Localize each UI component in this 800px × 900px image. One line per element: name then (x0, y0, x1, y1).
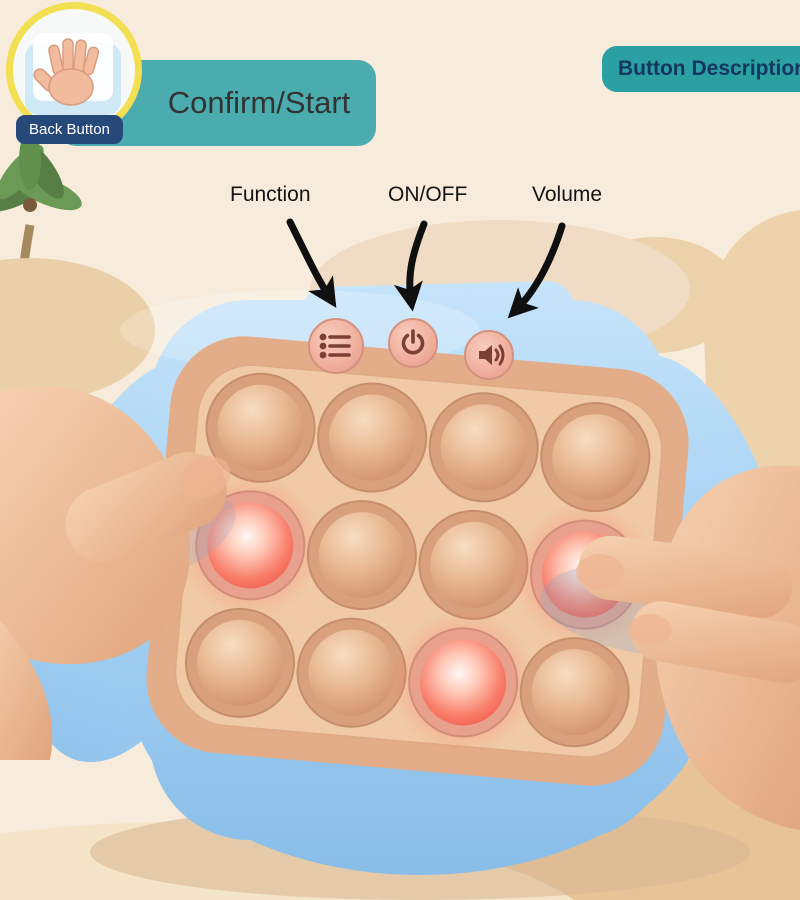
console-shadow (90, 804, 750, 900)
pop-bubble (329, 394, 416, 481)
onoff-label: ON/OFF (388, 183, 468, 206)
right-hand (540, 465, 800, 830)
pop-bubble-socket (540, 402, 651, 513)
press-hand-icon (25, 33, 121, 115)
bubble-glow (178, 473, 323, 618)
right-middle-finger (630, 601, 800, 683)
power-button (388, 318, 438, 368)
pop-bubble (318, 512, 405, 599)
pop-bubble-socket (408, 627, 519, 738)
onoff-arrow (393, 220, 428, 312)
pop-bubble-socket (185, 607, 296, 718)
left-thumb (65, 452, 227, 563)
menu-list-icon (319, 333, 351, 359)
speaker-icon (479, 344, 505, 366)
volume-label: Volume (532, 183, 603, 206)
pop-bubble-socket (519, 637, 630, 748)
pop-bubble-socket (306, 500, 417, 611)
bubble-glow (391, 610, 536, 755)
bubble-tray (146, 336, 689, 786)
pop-bubble (197, 619, 284, 706)
pop-bubble-socket (530, 519, 641, 630)
sand-dunes (0, 210, 800, 900)
function-label: Function (230, 183, 311, 206)
pop-bubble-lit (420, 639, 507, 726)
pop-bubble-socket (418, 509, 529, 620)
pop-bubble-socket (296, 617, 407, 728)
left-hand (0, 385, 236, 760)
pop-bubble-socket (428, 392, 539, 503)
pop-bubble (552, 414, 639, 501)
pop-bubble (430, 521, 517, 608)
pop-bubble-socket (317, 382, 428, 493)
bubble-glow (513, 502, 658, 647)
sand-hill (0, 258, 155, 402)
pop-bubble (440, 404, 527, 491)
pop-bubble-lit (207, 502, 294, 589)
pop-bubble-socket (205, 372, 316, 483)
confirm-start-label: Confirm/Start (167, 85, 351, 120)
pop-bubble (308, 629, 395, 716)
volume-button (464, 330, 514, 380)
console-body (24, 281, 796, 875)
pop-bubble-grid (178, 372, 658, 755)
palm-tree (0, 130, 155, 402)
back-button-label: Back Button (16, 115, 123, 144)
pop-bubble (531, 649, 618, 736)
top-buttons (308, 318, 514, 380)
volume-arrow (507, 222, 566, 319)
pop-bubble (217, 384, 304, 471)
pop-bubble-socket (195, 490, 306, 601)
right-index-finger (578, 535, 793, 619)
power-icon (401, 329, 425, 355)
function-arrow (286, 218, 337, 308)
button-description-pill: Button Description (602, 46, 800, 92)
function-button (308, 318, 364, 374)
pop-bubble-lit (542, 531, 629, 618)
